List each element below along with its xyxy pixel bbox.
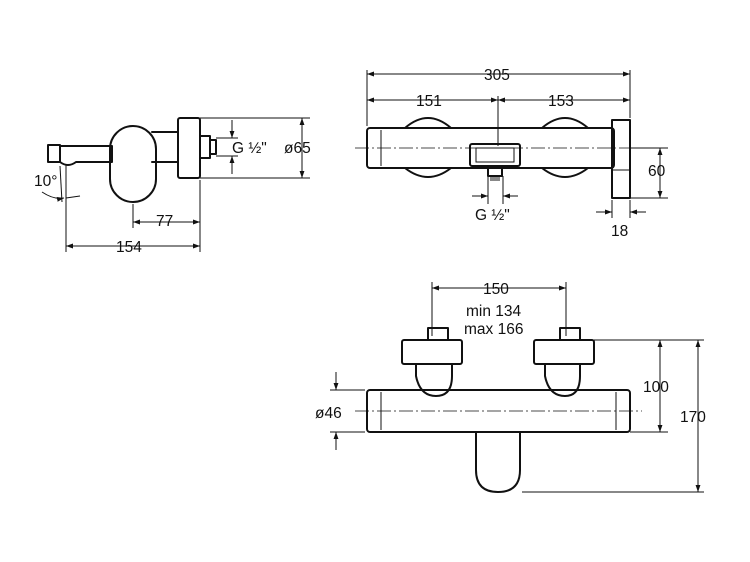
front-diameter-label: ø46 — [315, 405, 342, 422]
side-angle-label: 10° — [34, 173, 57, 190]
side-thread-label: G ½" — [232, 140, 267, 157]
top-left-span-label: 151 — [416, 93, 442, 110]
side-depth-label: 77 — [156, 213, 173, 230]
front-min-label: min 134 — [466, 303, 522, 320]
top-height-label: 60 — [648, 163, 666, 180]
top-view: G ½" 305 151 153 60 18 — [355, 67, 668, 240]
front-view: 150 min 134 max 166 100 170 ø46 — [315, 281, 706, 493]
top-right-span-label: 153 — [548, 93, 574, 110]
front-overall-height-label: 170 — [680, 409, 706, 426]
front-height-label: 100 — [643, 379, 669, 396]
side-diameter-label: ø65 — [284, 140, 311, 157]
top-width-label: 305 — [484, 67, 510, 84]
side-view: G ½" ø65 10° 77 154 — [34, 117, 311, 256]
side-length-label: 154 — [116, 239, 142, 256]
front-centers-label: 150 — [483, 281, 509, 298]
top-end-depth-label: 18 — [611, 223, 628, 240]
top-thread-label: G ½" — [475, 207, 510, 224]
front-max-label: max 166 — [464, 321, 523, 338]
